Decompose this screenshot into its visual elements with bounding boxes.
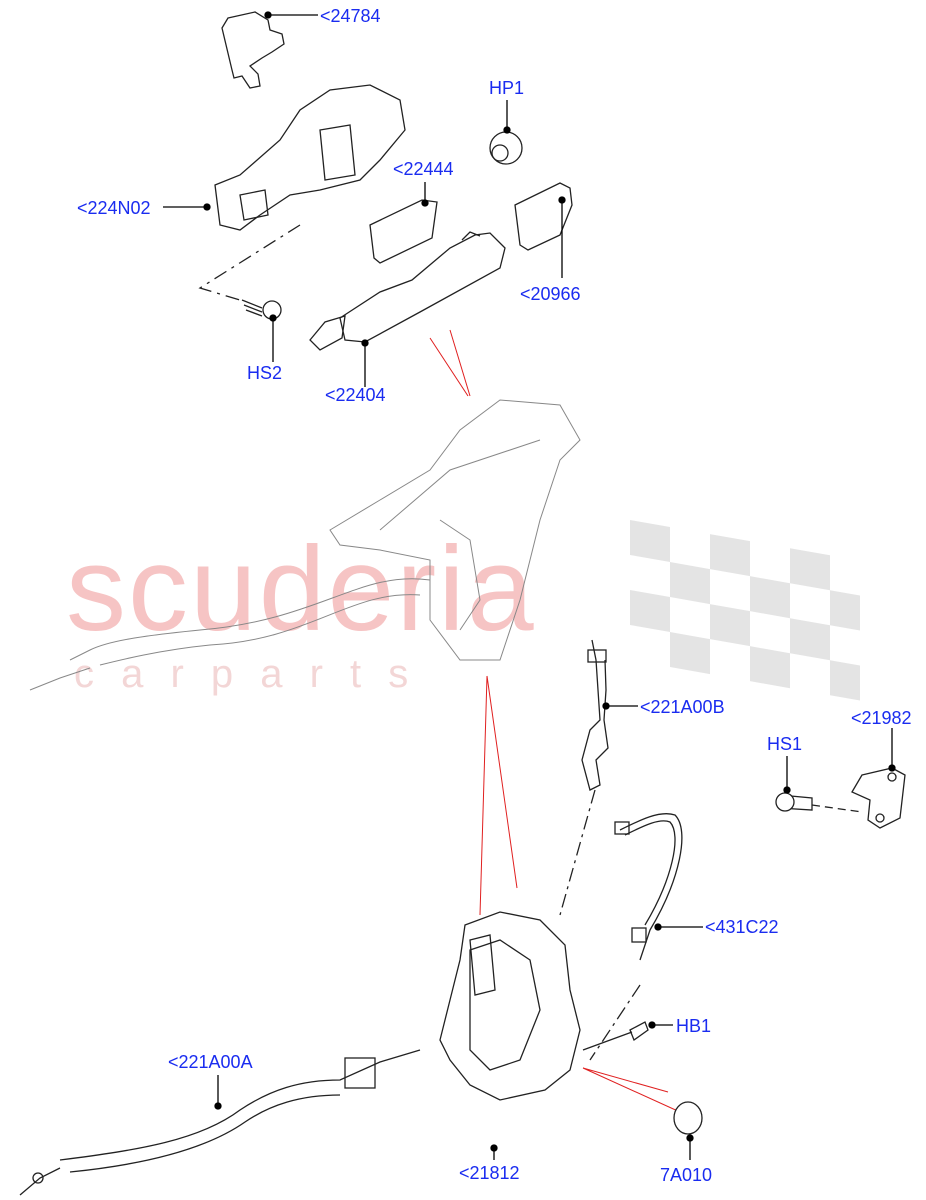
leader-lines bbox=[163, 11, 896, 1160]
part-7a010-plug bbox=[673, 1101, 703, 1135]
label-21812[interactable]: <21812 bbox=[459, 1163, 520, 1183]
checkered-flag-watermark bbox=[630, 520, 860, 701]
part-hb1-bolt bbox=[629, 1021, 649, 1042]
part-221a00b-clip bbox=[581, 639, 609, 791]
label-24784[interactable]: <24784 bbox=[320, 6, 381, 26]
label-20966[interactable]: <20966 bbox=[520, 284, 581, 304]
label-7a010[interactable]: 7A010 bbox=[660, 1165, 713, 1185]
label-22404[interactable]: <22404 bbox=[325, 385, 386, 405]
part-431c22-cable bbox=[619, 813, 683, 961]
label-22444[interactable]: <22444 bbox=[393, 159, 454, 179]
label-221a00a[interactable]: <221A00A bbox=[168, 1052, 253, 1072]
part-21982-striker bbox=[851, 767, 906, 829]
label-hp1[interactable]: HP1 bbox=[489, 78, 525, 98]
part-20966-cover bbox=[514, 182, 573, 251]
part-hs2-screw bbox=[241, 299, 263, 317]
part-22444-seal bbox=[369, 199, 438, 264]
label-21982[interactable]: <21982 bbox=[851, 708, 912, 728]
label-hs1[interactable]: HS1 bbox=[767, 734, 803, 754]
watermark-brand: scuderia bbox=[66, 522, 536, 656]
label-hb1[interactable]: HB1 bbox=[676, 1016, 712, 1036]
part-24784-bracket bbox=[221, 11, 285, 89]
label-224n02[interactable]: <224N02 bbox=[77, 198, 151, 218]
label-hs2[interactable]: HS2 bbox=[247, 363, 283, 383]
part-224n02-housing bbox=[214, 84, 406, 231]
parts-outlines bbox=[19, 11, 906, 1196]
part-22404-handle bbox=[339, 232, 506, 343]
part-assembly-handle-view bbox=[29, 399, 581, 691]
label-431c22[interactable]: <431C22 bbox=[705, 917, 779, 937]
guide-dashed-hs2 bbox=[198, 224, 301, 301]
watermark-tagline: c a r p a r t s bbox=[74, 652, 417, 696]
part-21812-latch bbox=[439, 911, 581, 1101]
part-221a00a-cable bbox=[59, 1049, 421, 1161]
label-221a00b[interactable]: <221A00B bbox=[640, 697, 725, 717]
